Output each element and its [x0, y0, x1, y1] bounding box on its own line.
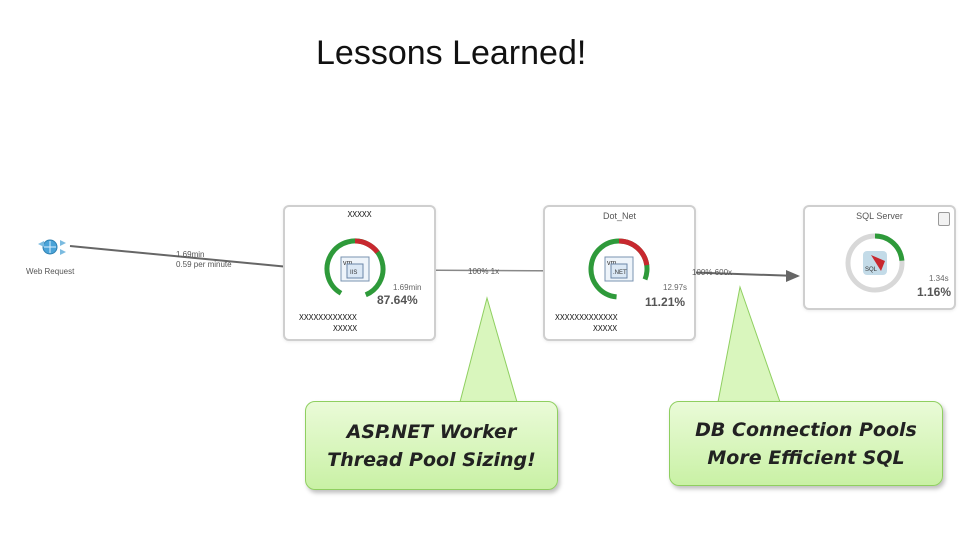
web-edge-rate: 0.59 per minute — [176, 260, 232, 269]
slide-title: Lessons Learned! — [316, 34, 587, 72]
svg-text:SQL: SQL — [865, 267, 878, 273]
node-time-sql: 1.34s — [929, 274, 949, 283]
node-percent-iis: 87.64% — [377, 293, 418, 307]
node-time-iis: 1.69min — [393, 283, 422, 292]
node-scribble-iis-2: XXXXX — [333, 324, 358, 333]
node-percent-sql: 1.16% — [917, 285, 952, 299]
edge-web-to-iis — [69, 245, 321, 271]
web-request-globe-icon — [38, 239, 66, 255]
edge-label-600x: 100% 600x — [692, 268, 733, 277]
node-card-dotnet[interactable]: Dot_Net vm .NET 12.97s 11.21% XXXXXXXXXX… — [543, 205, 696, 341]
node-title-iis: XXXXX — [347, 210, 372, 219]
node-scribble-iis-1: XXXXXXXXXXXX — [299, 313, 357, 322]
card-close-icon[interactable] — [938, 212, 950, 226]
node-percent-dotnet: 11.21% — [645, 295, 686, 309]
callout-pointer-2 — [717, 285, 781, 403]
edge-arrow-3 — [786, 270, 800, 282]
node-ring-sql: SQL — [845, 233, 905, 293]
svg-text:IIS: IIS — [350, 270, 357, 276]
node-ring-iis: vm IIS — [324, 238, 386, 300]
callout-db: DB Connection Pools More Efficient SQL — [669, 401, 943, 486]
callout-aspnet: ASP.NET Worker Thread Pool Sizing! — [305, 401, 558, 490]
node-ring-dotnet: vm .NET — [588, 238, 650, 300]
svg-text:.NET: .NET — [613, 270, 627, 276]
node-title-dotnet: Dot_Net — [602, 211, 637, 221]
node-time-dotnet: 12.97s — [663, 283, 688, 292]
callout-aspnet-line1: ASP.NET Worker — [346, 420, 517, 443]
node-scribble-dotnet-1: XXXXXXXXXXXXX — [555, 313, 618, 322]
callout-db-line2: More Efficient SQL — [707, 446, 905, 469]
node-card-sql[interactable]: SQL Server SQL 1.34s 1.16% — [803, 205, 956, 310]
callout-pointer-1 — [459, 296, 518, 403]
callout-aspnet-line2: Thread Pool Sizing! — [327, 448, 536, 471]
callout-db-line1: DB Connection Pools — [695, 418, 917, 441]
node-scribble-dotnet-2: XXXXX — [593, 324, 618, 333]
node-card-iis[interactable]: XXXXX vm IIS 1.69min 87.64% XXXXXXXXXXXX… — [283, 205, 436, 341]
edge-label-1x: 100% 1x — [468, 267, 500, 276]
node-title-sql: SQL Server — [856, 211, 903, 221]
web-edge-time: 1.69min — [176, 250, 205, 259]
web-request-label: Web Request — [26, 267, 75, 276]
